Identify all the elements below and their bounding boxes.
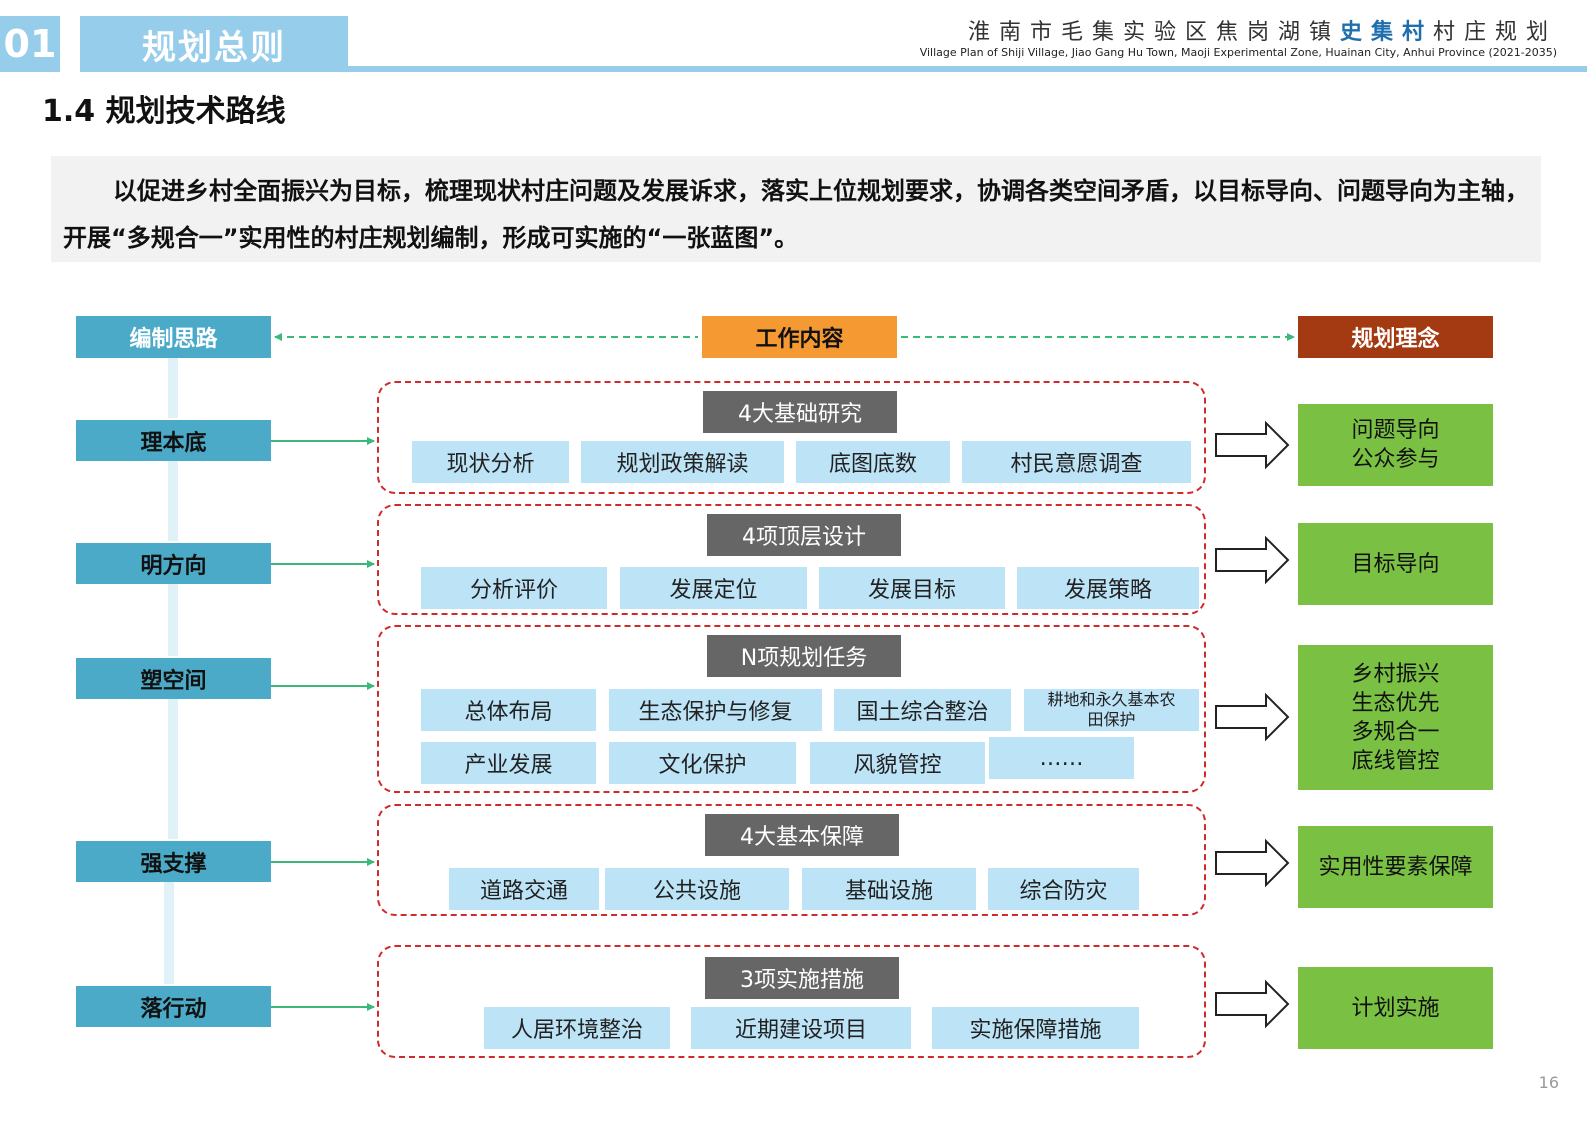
outcome-line: 底线管控 [1351, 748, 1440, 774]
outcome-box: 实用性要素保障 [1298, 826, 1493, 908]
outcome-box: 乡村振兴 生态优先 多规合一 底线管控 [1298, 645, 1493, 790]
stage-box: 理本底 [76, 420, 271, 461]
outcome-line: 目标导向 [1351, 551, 1440, 577]
outcome-line: 公众参与 [1351, 447, 1440, 472]
section-number: 01 [0, 16, 60, 72]
page-subtitle: 1.4 规划技术路线 [42, 94, 286, 129]
work-item: 文化保护 [609, 742, 796, 784]
column-label-approach: 编制思路 [76, 316, 271, 358]
vertical-connector [168, 358, 178, 418]
group-title: N项规划任务 [707, 635, 901, 677]
group-title: 4大基本保障 [705, 814, 899, 856]
outcome-block-arrow [1215, 838, 1290, 888]
work-group-top-level-design [377, 504, 1206, 615]
work-item: 规划政策解读 [581, 441, 784, 483]
work-group-basic-research [377, 381, 1206, 494]
work-group-planning-tasks [377, 625, 1206, 793]
group-title: 4大基础研究 [703, 391, 897, 433]
work-item: 国土综合整治 [834, 689, 1011, 731]
project-title-en: Village Plan of Shiji Village, Jiao Gang… [919, 46, 1557, 59]
work-item: 人居环境整治 [484, 1007, 670, 1049]
work-item: 底图底数 [796, 441, 950, 483]
work-item: 耕地和永久基本农田保护 [1024, 689, 1199, 731]
outcome-block-arrow [1215, 979, 1290, 1029]
outcome-line: 多规合一 [1351, 719, 1440, 745]
stage-box: 明方向 [76, 543, 271, 584]
work-group-basic-guarantee [377, 804, 1206, 916]
column-label-work-content: 工作内容 [702, 316, 897, 358]
stage-box: 落行动 [76, 986, 271, 1027]
outcome-line: 实用性要素保障 [1318, 854, 1473, 880]
work-item: 总体布局 [421, 689, 596, 731]
page-number: 16 [1538, 1073, 1559, 1092]
outcome-box: 计划实施 [1298, 967, 1493, 1049]
work-item: 发展策略 [1017, 567, 1199, 609]
work-item: 基础设施 [802, 868, 976, 910]
work-item: 分析评价 [421, 567, 607, 609]
work-item: 公共设施 [605, 868, 789, 910]
project-title-pre: 淮南市毛集实验区焦岗湖镇 [967, 20, 1340, 45]
vertical-connector [164, 882, 174, 984]
outcome-box: 目标导向 [1298, 523, 1493, 605]
section-title: 规划总则 [80, 16, 348, 72]
vertical-connector [168, 461, 178, 541]
work-item: 道路交通 [449, 868, 599, 910]
work-item: 综合防灾 [988, 868, 1139, 910]
work-item: 近期建设项目 [691, 1007, 911, 1049]
work-group-implementation [377, 945, 1206, 1058]
work-item: 村民意愿调查 [962, 441, 1191, 483]
outcome-line: 问题导向 [1351, 418, 1440, 443]
outcome-block-arrow [1215, 420, 1290, 470]
work-item: 风貌管控 [810, 742, 985, 784]
work-item: 实施保障措施 [932, 1007, 1139, 1049]
outcome-block-arrow [1215, 535, 1290, 585]
intro-paragraph: 以促进乡村全面振兴为目标，梳理现状村庄问题及发展诉求，落实上位规划要求，协调各类… [51, 156, 1541, 262]
group-title: 4项顶层设计 [707, 514, 901, 556]
vertical-connector [168, 584, 178, 656]
header-rule [348, 66, 1587, 72]
outcome-block-arrow [1215, 692, 1290, 742]
project-title-post: 村庄规划 [1432, 20, 1557, 45]
work-item: 现状分析 [412, 441, 569, 483]
stage-box: 强支撑 [76, 841, 271, 882]
project-title-highlight: 史集村 [1339, 19, 1433, 45]
column-label-planning-concept: 规划理念 [1298, 316, 1493, 358]
work-item: 发展目标 [819, 567, 1005, 609]
work-item: 发展定位 [620, 567, 807, 609]
outcome-line: 计划实施 [1351, 995, 1440, 1021]
stage-box: 塑空间 [76, 658, 271, 699]
outcome-line: 生态优先 [1351, 690, 1440, 716]
outcome-box: 问题导向 公众参与 [1298, 404, 1493, 486]
group-title: 3项实施措施 [705, 957, 899, 999]
work-item-ellipsis: …… [989, 737, 1134, 779]
project-title: 淮南市毛集实验区焦岗湖镇史集村村庄规划 [968, 14, 1557, 46]
work-item: 生态保护与修复 [609, 689, 822, 731]
vertical-connector [168, 699, 178, 839]
outcome-line: 乡村振兴 [1351, 661, 1440, 687]
work-item: 产业发展 [421, 742, 596, 784]
